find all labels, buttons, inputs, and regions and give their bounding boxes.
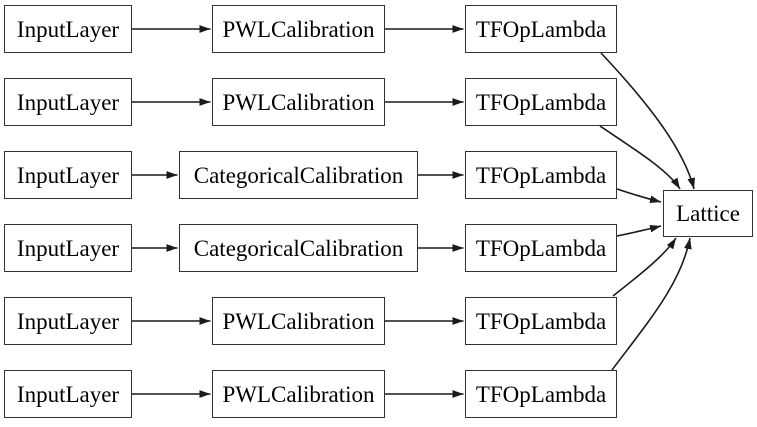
node-lattice: Lattice [663,190,753,237]
node-input_5: InputLayer [4,297,132,345]
node-lambda_2: TFOpLambda [465,78,617,126]
edge-lambda_6-to-lattice [611,237,692,371]
edge-lambda_3-to-lattice [616,188,662,204]
edge-lambda_5-to-lattice [612,237,677,297]
node-lambda_6: TFOpLambda [465,370,617,418]
node-input_2: InputLayer [4,78,132,126]
node-lambda_1: TFOpLambda [465,5,617,53]
node-lambda_4: TFOpLambda [465,224,617,272]
node-calib_2: PWLCalibration [212,78,385,126]
node-lambda_5: TFOpLambda [465,297,617,345]
node-lambda_3: TFOpLambda [465,151,617,199]
node-input_4: InputLayer [4,224,132,272]
node-calib_4: CategoricalCalibration [179,224,418,272]
edge-lambda_4-to-lattice [616,224,662,237]
node-calib_5: PWLCalibration [212,297,385,345]
node-input_1: InputLayer [4,5,132,53]
edge-lambda_2-to-lattice [599,125,681,190]
node-calib_1: PWLCalibration [212,5,385,53]
node-calib_6: PWLCalibration [212,370,385,418]
node-calib_3: CategoricalCalibration [179,151,418,199]
node-input_3: InputLayer [4,151,132,199]
edge-lambda_1-to-lattice [600,52,695,190]
node-input_6: InputLayer [4,370,132,418]
